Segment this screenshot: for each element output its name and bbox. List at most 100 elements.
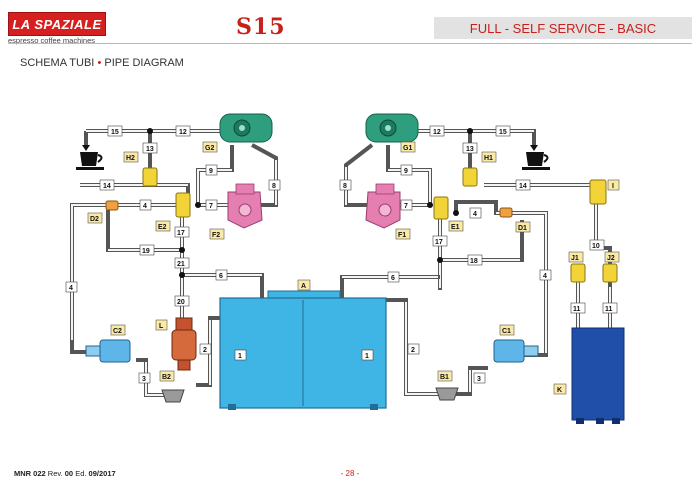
- pipe-label-4-upper-right: 4: [469, 207, 482, 219]
- logo-text: LA SPAZIALE: [12, 16, 102, 32]
- svg-text:4: 4: [473, 211, 477, 218]
- nozzle-D2: [105, 200, 119, 211]
- model-name: S15: [236, 14, 286, 40]
- svg-text:A: A: [301, 283, 306, 290]
- pipe-label-2-right: 2: [407, 343, 420, 355]
- svg-text:12: 12: [433, 129, 441, 136]
- pipe-label-14-left: 14: [99, 179, 115, 191]
- junction-dot: [467, 128, 473, 134]
- rev-value: 00: [64, 469, 74, 478]
- svg-text:18: 18: [470, 258, 478, 265]
- tag-I: I: [607, 179, 620, 191]
- coffee-cup-icon: [76, 152, 104, 170]
- tube-19: [106, 210, 182, 252]
- subtitle-english: PIPE DIAGRAM: [104, 57, 184, 69]
- pipe-label-9-right: 9: [400, 164, 413, 176]
- pipe-label-19: 19: [139, 244, 155, 256]
- svg-text:E2: E2: [158, 224, 167, 231]
- tag-B1: B1: [437, 370, 453, 382]
- svg-text:14: 14: [519, 183, 527, 190]
- tag-B2: B2: [159, 370, 175, 382]
- water-tank-A: [219, 290, 387, 410]
- probe-J1: [570, 263, 586, 283]
- document-reference: MNR 022 Rev. 00 Ed. 09/2017: [14, 469, 116, 478]
- svg-text:K: K: [557, 387, 562, 394]
- brand-logo: LA SPAZIALE: [8, 12, 106, 36]
- junction-dot: [179, 247, 185, 253]
- arrow-down-icon: [82, 145, 90, 151]
- coffee-cup-icon: [522, 152, 550, 170]
- svg-text:D1: D1: [518, 225, 527, 232]
- subtitle-separator: •: [97, 57, 102, 69]
- svg-text:14: 14: [103, 183, 111, 190]
- pipe-label-9-left: 9: [205, 164, 218, 176]
- svg-text:H1: H1: [484, 155, 493, 162]
- junction-dot: [437, 257, 443, 263]
- svg-text:15: 15: [111, 129, 119, 136]
- tag-J2: J2: [604, 251, 620, 263]
- pipe-label-7-right: 7: [400, 199, 413, 211]
- pipe-label-15-left: 15: [107, 125, 123, 137]
- tag-D1: D1: [515, 221, 531, 233]
- tag-H2: H2: [123, 151, 139, 163]
- header-divider: [8, 43, 692, 44]
- svg-text:6: 6: [391, 275, 395, 282]
- pipe-label-12-right: 12: [429, 125, 445, 137]
- pipe-label-8-right: 8: [339, 179, 352, 191]
- svg-text:11: 11: [573, 306, 581, 313]
- svg-text:19: 19: [142, 248, 150, 255]
- page-subtitle: SCHEMA TUBI • PIPE DIAGRAM: [20, 57, 184, 69]
- svg-text:1: 1: [238, 353, 242, 360]
- pipe-label-3-left: 3: [138, 372, 151, 384]
- pipe-label-20: 20: [174, 295, 190, 307]
- boiler-K: [571, 327, 625, 424]
- tag-D2: D2: [87, 212, 103, 224]
- pipe-label-4-lower-left: 4: [65, 281, 78, 293]
- svg-text:D2: D2: [90, 216, 99, 223]
- svg-text:F2: F2: [212, 232, 220, 239]
- pipe-label-6-right: 6: [387, 271, 400, 283]
- tag-G2: G2: [202, 141, 218, 153]
- pipe-label-17-left: 17: [174, 226, 190, 238]
- svg-text:3: 3: [477, 376, 481, 383]
- pipe-label-15-right: 15: [495, 125, 511, 137]
- svg-text:9: 9: [209, 168, 213, 175]
- tag-K: K: [553, 383, 567, 395]
- mode-banner: FULL - SELF SERVICE - BASIC: [434, 17, 692, 39]
- pipe-label-3-right: 3: [473, 372, 486, 384]
- flowmeter-C2: [85, 339, 131, 363]
- valve-E1: [433, 196, 449, 220]
- pipe-label-4-lower-right: 4: [539, 269, 552, 281]
- ed-value: 09/2017: [88, 469, 116, 478]
- rev-label: Rev.: [47, 469, 63, 478]
- pipe-label-11-right: 11: [602, 302, 618, 314]
- svg-text:1: 1: [365, 353, 369, 360]
- pipe-label-1-left: 1: [234, 349, 247, 361]
- svg-text:2: 2: [203, 347, 207, 354]
- pipe-label-6-left: 6: [215, 269, 228, 281]
- svg-text:C1: C1: [502, 328, 511, 335]
- pipe-label-13-left: 13: [142, 142, 158, 154]
- pipe-label-2-left: 2: [199, 343, 212, 355]
- pipe-label-8-left: 8: [268, 179, 281, 191]
- svg-text:9: 9: [404, 168, 408, 175]
- svg-text:B1: B1: [440, 374, 449, 381]
- brew-group-F1: [365, 183, 401, 229]
- regulator-L: [171, 317, 197, 371]
- subtitle-italian: SCHEMA TUBI: [20, 57, 95, 69]
- svg-text:13: 13: [466, 146, 474, 153]
- pipe-label-7-left: 7: [205, 199, 218, 211]
- tag-J1: J1: [568, 251, 584, 263]
- svg-text:20: 20: [177, 299, 185, 306]
- valve-H2: [142, 167, 158, 187]
- pipe-label-11-left: 11: [570, 302, 586, 314]
- svg-text:13: 13: [146, 146, 154, 153]
- svg-text:7: 7: [404, 203, 408, 210]
- tag-G1: G1: [400, 141, 416, 153]
- junction-dot: [179, 272, 185, 278]
- tag-F1: F1: [395, 228, 411, 240]
- tube-14-left: [80, 183, 190, 200]
- svg-text:8: 8: [272, 183, 276, 190]
- svg-text:21: 21: [177, 261, 185, 268]
